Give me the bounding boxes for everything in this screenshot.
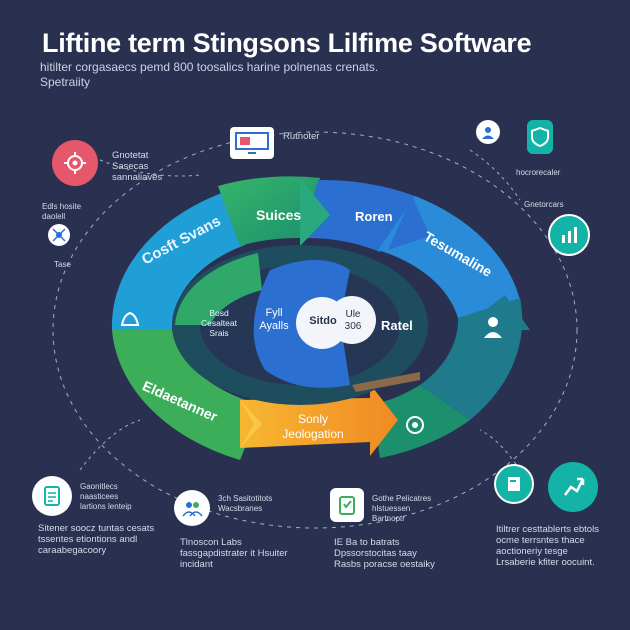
bottom-mid-caption-4: IE Ba to batrats Dpssorstocitas taay Ras… (334, 537, 435, 570)
bottom-right-caption: Itiltrer cesttablerts ebtols ocme terrsn… (496, 524, 599, 568)
arrow-top (300, 178, 330, 246)
document-icon (32, 476, 72, 516)
bottom-left-caption-1: Gaonitlecs naasticees lartions lenteip (80, 482, 132, 511)
top-right-caption: hocrorecaler (516, 168, 561, 177)
outer-orbit (52, 131, 578, 529)
arrow-top-right (388, 196, 430, 250)
inner-green-arc (175, 253, 262, 325)
clipboard-icon (330, 488, 364, 522)
stage-label-roren: Roren (355, 209, 393, 224)
inner-mid-label: Fyll Ayalls (259, 307, 289, 332)
target-icon (404, 414, 426, 436)
person-icon (478, 312, 508, 342)
connector-top-right (469, 149, 521, 201)
rocket-icon (548, 462, 598, 512)
shield-icon (527, 120, 553, 154)
segment-bottom-left-eldaetanner (112, 330, 262, 460)
gear-icon (52, 140, 98, 186)
center-right-label: Ule 306 (344, 309, 362, 332)
right-mid-caption: Gnetorcars (524, 200, 564, 209)
center-left-label: Sitdo (309, 315, 337, 327)
network-icon (48, 224, 70, 246)
bottom-mid-caption-1: 3ch Sasitotitots Wacsbranes (218, 494, 273, 513)
top-left-caption: Gnotetat Sasecas sannaliaves (112, 150, 163, 183)
segment-left-cosft (111, 190, 245, 330)
user-icon (476, 120, 500, 144)
bottom-mid-caption-2: Tlnoscon Labs fassgapdistrater it Hsuite… (180, 537, 288, 570)
segment-top-suices (218, 176, 320, 246)
chart-icon (548, 214, 590, 256)
connector-top-left (99, 159, 201, 177)
center-circle-right (328, 296, 376, 344)
stage-label-suices: Suices (256, 207, 302, 223)
inner-left-label: Bosd Cesalteat Srais (201, 308, 237, 338)
people-icon (174, 490, 210, 526)
page-subtitle: hitilter corgasaecs pemd 800 toosalics h… (40, 60, 379, 89)
report-icon (494, 464, 534, 504)
left-small-caption: Tase (54, 260, 71, 269)
orange-arrow-tail (240, 400, 262, 448)
center-brown-tail (352, 372, 420, 392)
page-title: Liftine term Stingsons Lilfime Software (42, 28, 532, 58)
hand-icon (116, 305, 144, 333)
monitor-icon (230, 127, 274, 159)
left-mid-caption: Edls hosite daolell (42, 202, 82, 221)
connector-bottom-left (79, 419, 141, 471)
segment-bottom-right (372, 385, 470, 458)
stage-label-ratel: Ratel (381, 318, 413, 333)
top-center-caption: Rutnoter (283, 131, 320, 142)
bottom-mid-caption-3: Gothe Pelicatres hlstuessen Bartnoptr (372, 494, 432, 523)
bottom-left-caption-2: Sitener soocz tuntas cesats tssentes eti… (38, 523, 155, 556)
arrow-right (460, 295, 530, 330)
stage-label-jeologation: Sonly Jeologation (282, 412, 344, 441)
